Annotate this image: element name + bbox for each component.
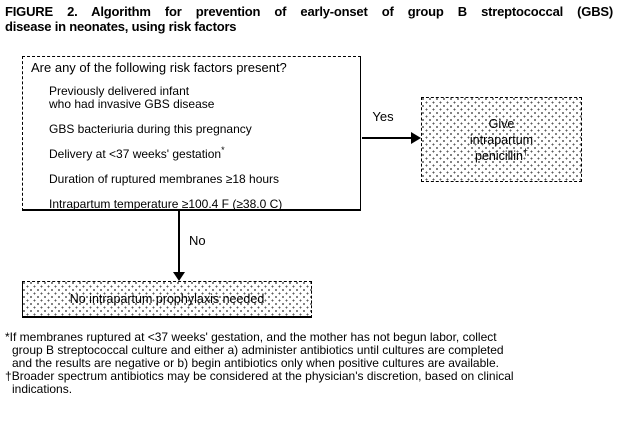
give-penicillin-box: Give intrapartum penicillin† <box>421 97 582 182</box>
no-arrow-head-icon <box>173 272 185 281</box>
risk-factor-preterm-delivery-text: Delivery at <37 weeks' gestation <box>49 147 222 161</box>
no-prophylaxis-label: No intrapartum prophylaxis needed <box>69 292 265 306</box>
yes-arrow-head-icon <box>411 132 421 144</box>
figure-title-line1: FIGURE 2. Algorithm for prevention of ea… <box>5 4 613 19</box>
risk-factor-bacteriuria: GBS bacteriuria during this pregnancy <box>49 122 252 136</box>
asterisk-footnote-marker: * <box>221 145 225 155</box>
yes-branch-label: Yes <box>372 109 394 124</box>
no-arrow-line <box>178 211 180 273</box>
decision-question: Are any of the following risk factors pr… <box>31 60 287 75</box>
risk-factor-ruptured-membranes: Duration of ruptured membranes ≥18 hours <box>49 172 280 186</box>
footnote-asterisk-text: If membranes ruptured at <37 weeks' gest… <box>9 330 504 370</box>
footnote-dagger: †Broader spectrum antibiotics may be con… <box>5 370 611 396</box>
risk-factor-temperature: Intrapartum temperature ≥100.4 F (≥38.0 … <box>49 197 283 211</box>
footnote-asterisk: *If membranes ruptured at <37 weeks' ges… <box>5 331 611 370</box>
give-penicillin-text: Give intrapartum penicillin† <box>470 116 533 164</box>
give-penicillin-label: Give intrapartum penicillin <box>469 116 534 163</box>
yes-arrow-line <box>362 137 412 139</box>
footnotes: *If membranes ruptured at <37 weeks' ges… <box>5 331 611 396</box>
no-branch-label: No <box>189 233 206 248</box>
risk-factor-previous-infant: Previously delivered infant who had inva… <box>49 84 215 111</box>
risk-factor-preterm-delivery: Delivery at <37 weeks' gestation* <box>49 145 225 161</box>
risk-factors-decision-box: Are any of the following risk factors pr… <box>22 56 361 211</box>
dagger-footnote-marker: † <box>522 146 528 157</box>
no-prophylaxis-box: No intrapartum prophylaxis needed <box>22 281 312 318</box>
figure-title-line2: disease in neonates, using risk factors <box>5 19 237 34</box>
figure-title: FIGURE 2. Algorithm for prevention of ea… <box>5 4 613 34</box>
footnote-dagger-text: Broader spectrum antibiotics may be cons… <box>11 369 514 396</box>
footnote-dagger-marker: † <box>5 369 12 383</box>
footnote-asterisk-marker: * <box>5 330 10 344</box>
